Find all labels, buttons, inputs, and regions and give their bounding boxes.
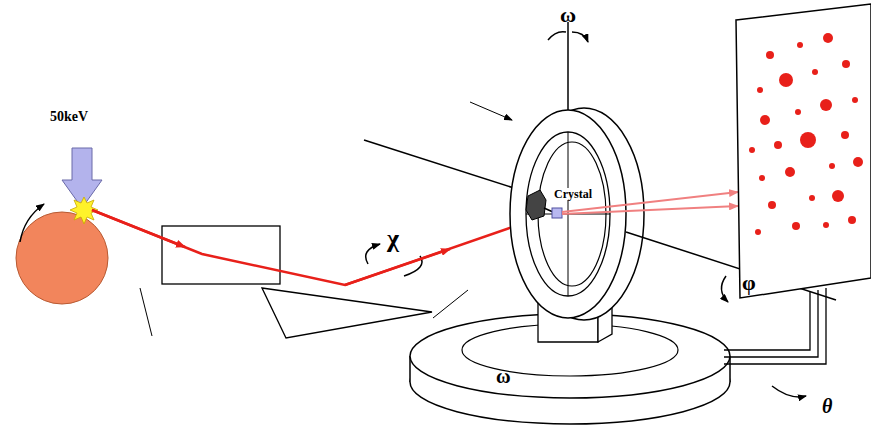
energy-label: 50keV [50, 110, 88, 124]
rotation-axis-label: θ [822, 396, 832, 416]
rotation-axis-label: ω [560, 4, 576, 26]
rotation-axis-label: χ [387, 226, 399, 252]
crystal-label: Crystal [553, 188, 593, 200]
rotation-axis-label: φ [742, 272, 756, 294]
rotation-axis-label: ω [496, 366, 511, 386]
